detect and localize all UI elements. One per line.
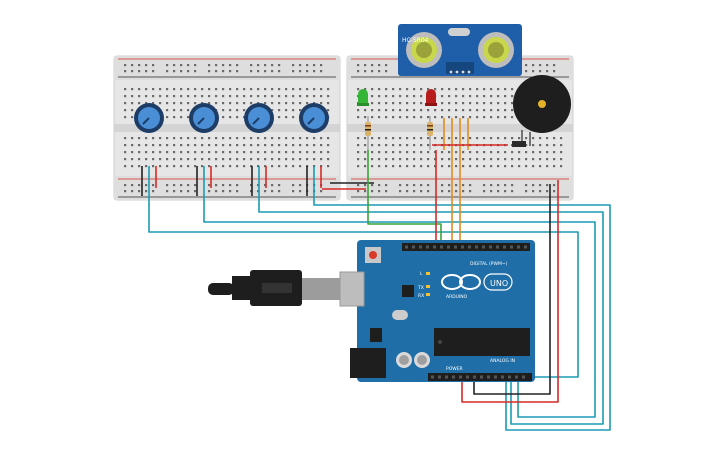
wires (141, 118, 611, 431)
power-label: POWER (446, 366, 463, 372)
right-breadboard-holes (357, 64, 563, 193)
potentiometer-3 (244, 103, 274, 133)
left-breadboard-holes (124, 64, 330, 193)
wire-gnd (473, 184, 551, 395)
arduino-logo-icon (441, 274, 481, 290)
resistor-1 (365, 116, 371, 150)
led-label-tx: TX (417, 285, 424, 291)
wire-pot4-a3 (313, 166, 611, 431)
buzzer (512, 75, 571, 147)
wire-5v (461, 180, 559, 403)
digital-header (405, 245, 527, 249)
potentiometer-1 (134, 103, 164, 133)
wire-pot2-a1 (203, 166, 596, 418)
arduino-model: UNO (490, 279, 508, 288)
arduino-uno: UNO ARDUINO DIGITAL (PWM~) POWER ANALOG … (339, 240, 535, 382)
potentiometers (134, 103, 329, 133)
wire-pot3-a2 (258, 166, 604, 425)
power-header (431, 375, 525, 379)
ultrasonic-sensor: HC-SR04 (398, 24, 522, 76)
wire-pot1-a0 (148, 166, 579, 378)
sensor-label: HC-SR04 (402, 37, 429, 44)
led-red (425, 89, 437, 106)
resistor-2 (427, 116, 433, 150)
led-label-l: L (420, 271, 423, 277)
arduino-brand: ARDUINO (446, 294, 468, 300)
digital-label: DIGITAL (PWM~) (470, 261, 508, 267)
usb-cable (208, 270, 362, 306)
potentiometer-4 (299, 103, 329, 133)
led-green (357, 89, 369, 106)
led-label-rx: RX (418, 293, 424, 299)
left-breadboard (113, 55, 341, 201)
analog-label: ANALOG IN (490, 358, 515, 364)
wire-green-led (367, 150, 442, 248)
potentiometer-2 (189, 103, 219, 133)
